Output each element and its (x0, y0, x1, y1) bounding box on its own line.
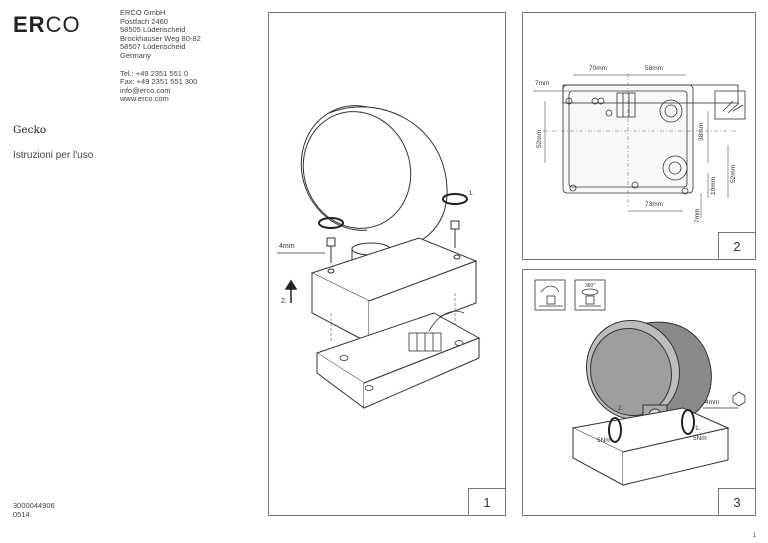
page-number: 1 (752, 533, 756, 539)
address-line: Germany (120, 50, 151, 60)
base-housing (315, 312, 481, 409)
document-number: 3000044906 (13, 501, 55, 510)
erco-logo: ERCO (13, 12, 81, 37)
panel-2-dimensions: 70mm 58mm 7mm 52mm 38mm 52mm 10mm 73mm 7… (522, 12, 756, 260)
document-number-block: 3000044906 0514 (13, 501, 55, 519)
address-line: ERCO GmbH (120, 8, 166, 17)
cable (428, 310, 465, 332)
spotlight-head (300, 105, 448, 252)
rotate-360-icon (574, 279, 606, 311)
arrow-up-icon (284, 279, 298, 303)
company-address: ERCO GmbH Postfach 2460 58505 Lüdenschei… (120, 8, 201, 104)
address-line: 58507 Lüdenscheid (120, 42, 186, 52)
spotlight-head (586, 319, 712, 424)
address-line: Brockhauser Weg 80-82 (120, 33, 201, 43)
torque-label: 5Nm (597, 437, 611, 444)
dimension-label: 52mm (536, 130, 543, 148)
dimension-label: 58mm (645, 65, 663, 72)
tool-size-label: 4mm (279, 243, 295, 250)
screw-icon (732, 391, 746, 407)
torque-label: 5Nm (693, 435, 707, 442)
dimension-label: 52mm (730, 165, 737, 183)
base-housing (571, 407, 730, 486)
website-url: www.erco.com (120, 94, 169, 104)
rotate-arrow-icon (608, 409, 695, 443)
step-2-label: 2. (281, 298, 287, 305)
fax-number: Fax: +49 2351 551 300 (120, 77, 198, 87)
panel-number: 3 (718, 488, 755, 515)
terminal-block (408, 332, 442, 352)
tool-size-label: 4mm (705, 399, 719, 406)
address-line: Postfach 2460 (120, 16, 168, 26)
adjustment-illustration: 360° 4mm 2. 1. 5Nm 5Nm (534, 279, 746, 486)
panel-number: 2 (718, 232, 755, 259)
product-name: Gecko (13, 124, 47, 136)
step-1-label: 1. (469, 191, 474, 197)
tilt-icon (534, 279, 566, 311)
panel-1-mounting: 4mm 1. 2. (268, 12, 506, 516)
screw-icon (326, 220, 460, 263)
dimension-label: 7mm (535, 80, 549, 87)
rotation-label: 360° (585, 283, 595, 289)
dimension-label: 70mm (589, 65, 607, 72)
step-2-label: 2. (618, 405, 624, 412)
document-date: 0514 (13, 509, 30, 519)
dimension-label: 73mm (645, 201, 663, 208)
mounting-illustration: 4mm 1. 2. (277, 105, 481, 409)
panel-3-adjustment: 360° 4mm 2. 1. 5Nm 5Nm (522, 269, 756, 516)
dimension-label: 7mm (694, 209, 701, 223)
email-address: info@erco.com (120, 85, 171, 95)
step-1-label: 1. (695, 425, 701, 432)
document-subtitle: Istruzioni per l'uso (13, 150, 94, 161)
dimension-label: 38mm (698, 123, 705, 141)
phone-number: Tel.: +49 2351 551 0 (120, 68, 189, 78)
dimension-label: 10mm (710, 177, 717, 195)
dimension-drawing: 70mm 58mm 7mm 52mm 38mm 52mm 10mm 73mm 7… (533, 65, 746, 223)
address-line: 58505 Lüdenscheid (120, 25, 186, 35)
upper-housing (310, 237, 478, 344)
rotate-arrow-icon (318, 193, 468, 229)
panel-number: 1 (468, 488, 505, 515)
